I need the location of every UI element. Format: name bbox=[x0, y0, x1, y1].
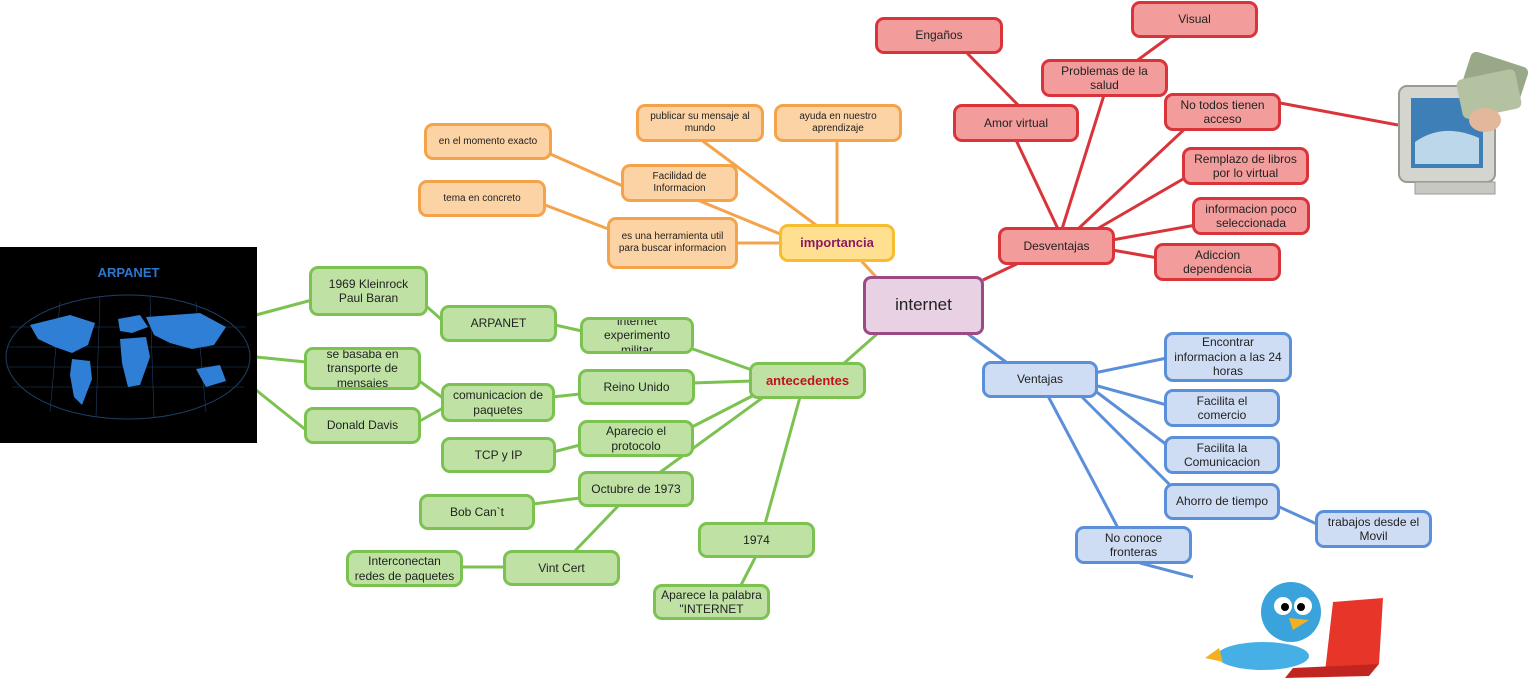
antecedentes-item-bob-cant: Bob Can`t bbox=[419, 494, 535, 530]
importancia-item-herramienta: es una herramienta util para buscar info… bbox=[607, 217, 738, 269]
antecedentes-item-experimento: internet experimento militar bbox=[580, 317, 694, 354]
antecedentes-item-1974: 1974 bbox=[698, 522, 815, 558]
bird-icon bbox=[1205, 582, 1383, 678]
ventajas-item-movil: trabajos desde el Movil bbox=[1315, 510, 1432, 548]
importancia-item-momento: en el momento exacto bbox=[424, 123, 552, 160]
antecedentes-item-arpanet: ARPANET bbox=[440, 305, 557, 342]
importancia-item-facilidad: Facilidad de Informacion bbox=[621, 164, 738, 202]
importancia-node: importancia bbox=[779, 224, 895, 262]
ventajas-item-24-horas: Encontrar informacion a las 24 horas bbox=[1164, 332, 1292, 382]
arpanet-title: ARPANET bbox=[97, 265, 160, 280]
antecedentes-item-octubre-1973: Octubre de 1973 bbox=[578, 471, 694, 507]
desventajas-node: Desventajas bbox=[998, 227, 1115, 265]
world-map-image: ARPANET bbox=[0, 247, 257, 443]
desventajas-item-visual: Visual bbox=[1131, 1, 1258, 38]
antecedentes-item-1969: 1969 Kleinrock Paul Baran bbox=[309, 266, 428, 316]
ventajas-item-ahorro: Ahorro de tiempo bbox=[1164, 483, 1280, 520]
desventajas-item-salud: Problemas de la salud bbox=[1041, 59, 1168, 97]
antecedentes-item-protocolo: Aparecio el protocolo bbox=[578, 420, 694, 457]
desventajas-item-libros: Remplazo de libros por lo virtual bbox=[1182, 147, 1309, 185]
desventajas-item-enganos: Engaños bbox=[875, 17, 1003, 54]
desventajas-item-adiccion: Adiccion dependencia bbox=[1154, 243, 1281, 281]
importancia-item-publicar: publicar su mensaje al mundo bbox=[636, 104, 764, 142]
antecedentes-item-interconectan: Interconectan redes de paquetes bbox=[346, 550, 463, 587]
antecedentes-item-vint-cert: Vint Cert bbox=[503, 550, 620, 586]
globe-icon bbox=[5, 294, 251, 420]
antecedentes-item-donald-davis: Donald Davis bbox=[304, 407, 421, 444]
antecedentes-item-paquetes: comunicacion de paquetes bbox=[441, 383, 555, 422]
ventajas-item-comercio: Facilita el comercio bbox=[1164, 389, 1280, 427]
antecedentes-item-palabra-internet: Aparece la palabra "INTERNET bbox=[653, 584, 770, 620]
importancia-item-tema: tema en concreto bbox=[418, 180, 546, 217]
antecedentes-item-reino-unido: Reino Unido bbox=[578, 369, 695, 405]
antecedentes-item-tcp-ip: TCP y IP bbox=[441, 437, 556, 473]
bird-laptop-image bbox=[1193, 572, 1389, 680]
ventajas-item-comunicacion: Facilita la Comunicacion bbox=[1164, 436, 1280, 474]
computer-icon bbox=[1398, 51, 1529, 195]
ventajas-node: Ventajas bbox=[982, 361, 1098, 398]
desventajas-item-acceso: No todos tienen acceso bbox=[1164, 93, 1281, 131]
center-node-internet: internet bbox=[863, 276, 984, 335]
computer-money-image bbox=[1393, 51, 1531, 200]
ventajas-item-fronteras: No conoce fronteras bbox=[1075, 526, 1192, 564]
desventajas-item-informacion: informacion poco seleccionada bbox=[1192, 197, 1310, 235]
antecedentes-node: antecedentes bbox=[749, 362, 866, 399]
importancia-item-aprendizaje: ayuda en nuestro aprendizaje bbox=[774, 104, 902, 142]
desventajas-item-amor-virtual: Amor virtual bbox=[953, 104, 1079, 142]
antecedentes-item-transporte: se basaba en transporte de mensajes bbox=[304, 347, 421, 390]
